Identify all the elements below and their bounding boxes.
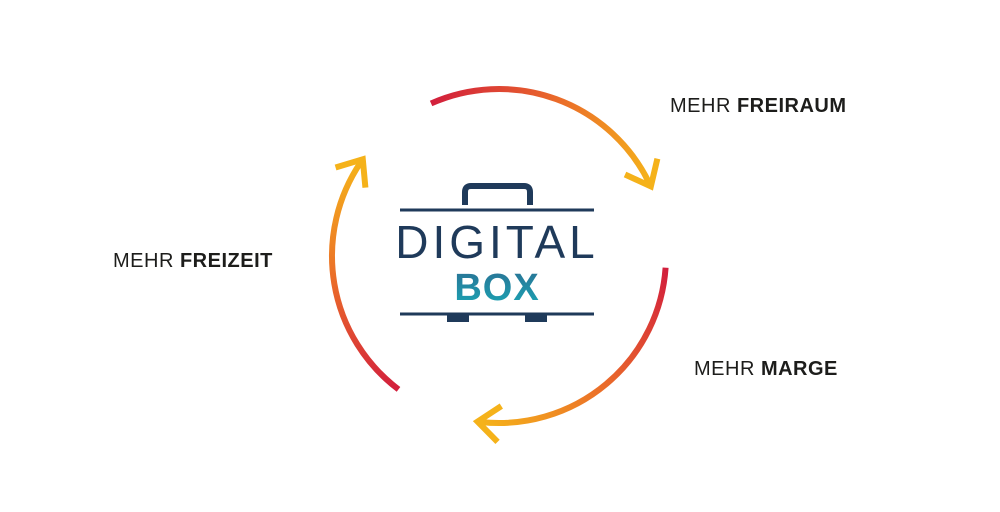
arrowhead-icon (472, 403, 503, 444)
label-mehr-freizeit: MEHR FREIZEIT (113, 250, 273, 272)
logo-box-text: BOX (454, 267, 539, 309)
briefcase-handle (462, 183, 533, 205)
label-mehr-marge: MEHR MARGE (694, 358, 838, 380)
logo-digital-text: DIGITAL (395, 216, 599, 268)
briefcase-foot-right (525, 314, 547, 322)
label-mehr-freiraum: MEHR FREIRAUM (670, 95, 847, 117)
briefcase-foot-left (447, 314, 469, 322)
arc-freiraum (429, 86, 652, 185)
arrowhead-icon (334, 155, 369, 188)
arc-marge (481, 267, 669, 426)
arrowhead-icon (623, 158, 661, 191)
digital-box-logo: DIGITAL BOX (395, 183, 599, 322)
arc-freizeit (329, 160, 401, 392)
